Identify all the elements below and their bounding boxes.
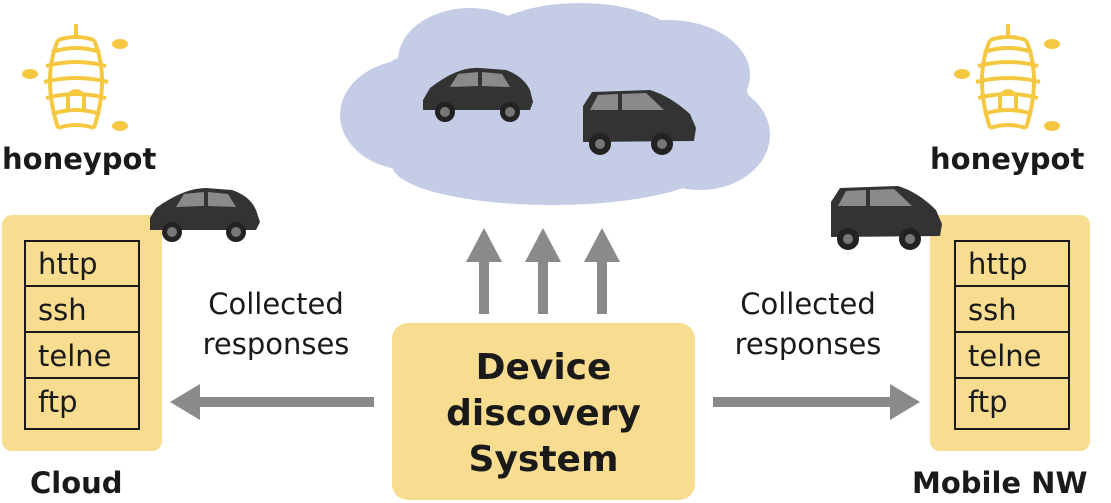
device-discovery-system-box: Device discovery System bbox=[392, 323, 695, 500]
car-icon bbox=[583, 90, 696, 155]
collected-line: Collected bbox=[740, 287, 876, 321]
protocol-item: telne bbox=[26, 334, 138, 379]
center-line-2: discovery bbox=[446, 393, 641, 434]
center-line-1: Device bbox=[475, 347, 612, 388]
protocol-item: ssh bbox=[956, 288, 1068, 333]
protocol-item: telne bbox=[956, 334, 1068, 379]
protocol-item: ssh bbox=[26, 288, 138, 333]
protocol-item: http bbox=[26, 242, 138, 287]
left-collected-label: Collected responses bbox=[176, 284, 376, 364]
protocol-item: ftp bbox=[968, 385, 1008, 419]
left-caption: Cloud bbox=[30, 466, 123, 500]
collected-line: responses bbox=[734, 327, 882, 361]
protocol-item: http bbox=[956, 242, 1068, 287]
collected-line: responses bbox=[202, 327, 350, 361]
car-icon bbox=[423, 67, 533, 122]
left-protocol-list: http ssh telne ftp bbox=[24, 240, 140, 430]
right-protocol-list: http ssh telne ftp bbox=[954, 240, 1070, 430]
honeypot-icon bbox=[22, 24, 128, 131]
right-honeypot-title: honeypot bbox=[930, 142, 1085, 176]
car-icon bbox=[150, 188, 260, 242]
center-line-3: System bbox=[468, 439, 619, 480]
honeypot-icon bbox=[954, 24, 1060, 131]
right-caption: Mobile NW bbox=[912, 466, 1088, 500]
right-collected-label: Collected responses bbox=[708, 284, 908, 364]
protocol-item: ftp bbox=[38, 385, 78, 419]
collected-line: Collected bbox=[208, 287, 344, 321]
left-honeypot-title: honeypot bbox=[2, 142, 157, 176]
car-icon bbox=[831, 186, 942, 250]
